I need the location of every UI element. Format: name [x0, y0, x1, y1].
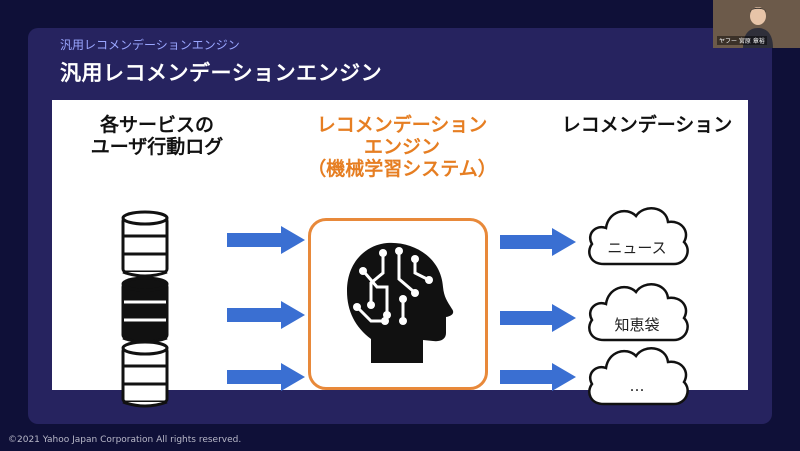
database-icon — [121, 210, 169, 278]
ai-head-icon — [347, 242, 454, 363]
engine-box — [308, 218, 488, 390]
cloud-label-chiebukuro: 知恵袋 — [614, 316, 660, 334]
breadcrumb: 汎用レコメンデーションエンジン — [60, 38, 240, 52]
database-icon — [121, 340, 169, 408]
arrow-right-icon — [500, 363, 576, 391]
arrow-right-icon — [500, 228, 576, 256]
slide-title: 汎用レコメンデーションエンジン — [60, 61, 383, 85]
engine-title-line-3: （機械学習システム） — [307, 158, 497, 180]
webcam-name-label: ヤフー 宮原 章裕 — [717, 36, 767, 45]
input-title-line-2: ユーザ行動ログ — [90, 136, 224, 158]
engine-column-title: レコメンデーション エンジン （機械学習システム） — [292, 114, 512, 180]
engine-title-line-2: エンジン — [363, 136, 440, 158]
arrow-right-icon — [227, 301, 305, 329]
cloud-icon — [588, 283, 689, 342]
input-title-line-1: 各サービスの — [99, 114, 214, 136]
content-panel: 各サービスの ユーザ行動ログ レコメンデーション エンジン （機械学習システム）… — [52, 100, 748, 408]
footer-copyright: ©2021 Yahoo Japan Corporation All rights… — [8, 435, 242, 445]
engine-title-line-1: レコメンデーション — [316, 114, 488, 136]
cloud-label-news: ニュース — [607, 239, 667, 257]
arrow-right-icon — [227, 363, 305, 391]
person-icon — [743, 7, 773, 48]
cloud-icon — [588, 207, 689, 266]
output-column-title: レコメンデーション — [561, 114, 733, 136]
webcam-overlay: ヤフー 宮原 章裕 — [713, 0, 800, 48]
database-icon — [121, 276, 169, 344]
slide: 汎用レコメンデーションエンジン 汎用レコメンデーションエンジン 各サービスの ユ… — [28, 28, 772, 424]
cloud-icon — [588, 347, 689, 406]
input-column-title: 各サービスの ユーザ行動ログ — [72, 114, 242, 158]
arrow-right-icon — [500, 304, 576, 332]
arrow-right-icon — [227, 226, 305, 254]
cloud-label-more: … — [629, 377, 645, 395]
